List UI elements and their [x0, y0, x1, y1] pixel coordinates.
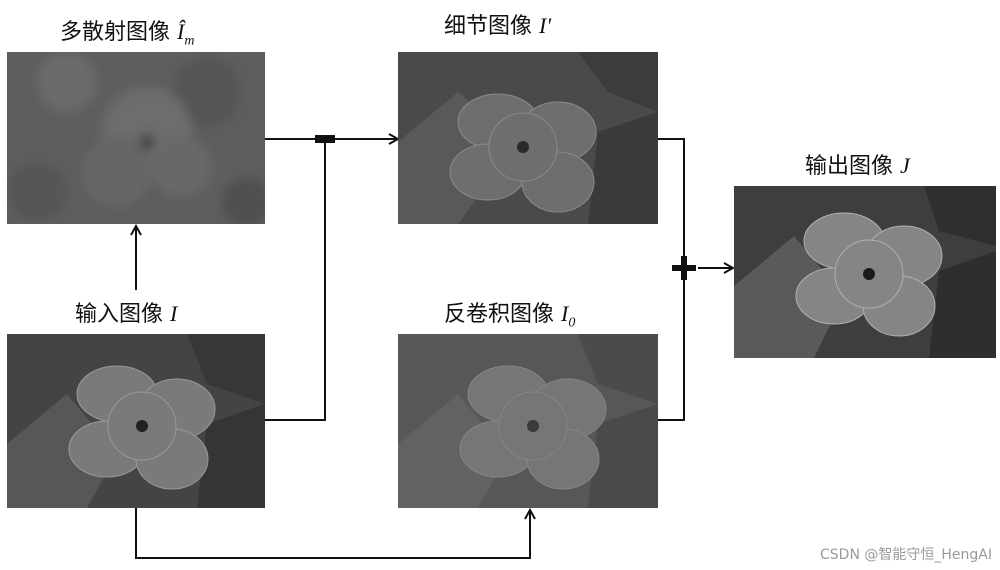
arrow-input-to-deconv	[135, 508, 530, 559]
line-detail-to-plus	[658, 138, 685, 268]
multi-scatter-symbol: Î	[177, 19, 185, 44]
output-symbol: J	[900, 153, 910, 178]
multi-scatter-image	[7, 52, 265, 224]
input-label: 输入图像 I	[75, 296, 177, 328]
deconv-label: 反卷积图像 I0	[444, 296, 575, 331]
input-symbol: I	[170, 301, 178, 326]
deconv-text: 反卷积图像	[444, 302, 555, 327]
output-image	[734, 186, 996, 358]
deconv-image	[398, 334, 658, 508]
line-input-to-minus	[265, 139, 326, 421]
minus-operator	[315, 135, 335, 143]
detail-image	[398, 52, 658, 224]
multi-scatter-subscript: m	[184, 33, 195, 49]
detail-symbol: I'	[539, 13, 552, 38]
detail-text: 细节图像	[444, 14, 533, 39]
input-text: 输入图像	[75, 302, 164, 327]
multi-scatter-text: 多散射图像	[60, 20, 171, 45]
deconv-symbol: I	[561, 301, 569, 326]
deconv-subscript: 0	[568, 315, 576, 331]
plus-operator-v	[681, 256, 687, 280]
line-deconv-to-plus	[658, 268, 685, 421]
watermark: CSDN @智能守恒_HengAI	[820, 547, 992, 563]
output-label: 输出图像 J	[805, 148, 910, 180]
detail-label: 细节图像 I'	[444, 8, 551, 40]
multi-scatter-label: 多散射图像 Îm	[60, 14, 194, 49]
output-text: 输出图像	[805, 154, 894, 179]
input-image	[7, 334, 265, 508]
